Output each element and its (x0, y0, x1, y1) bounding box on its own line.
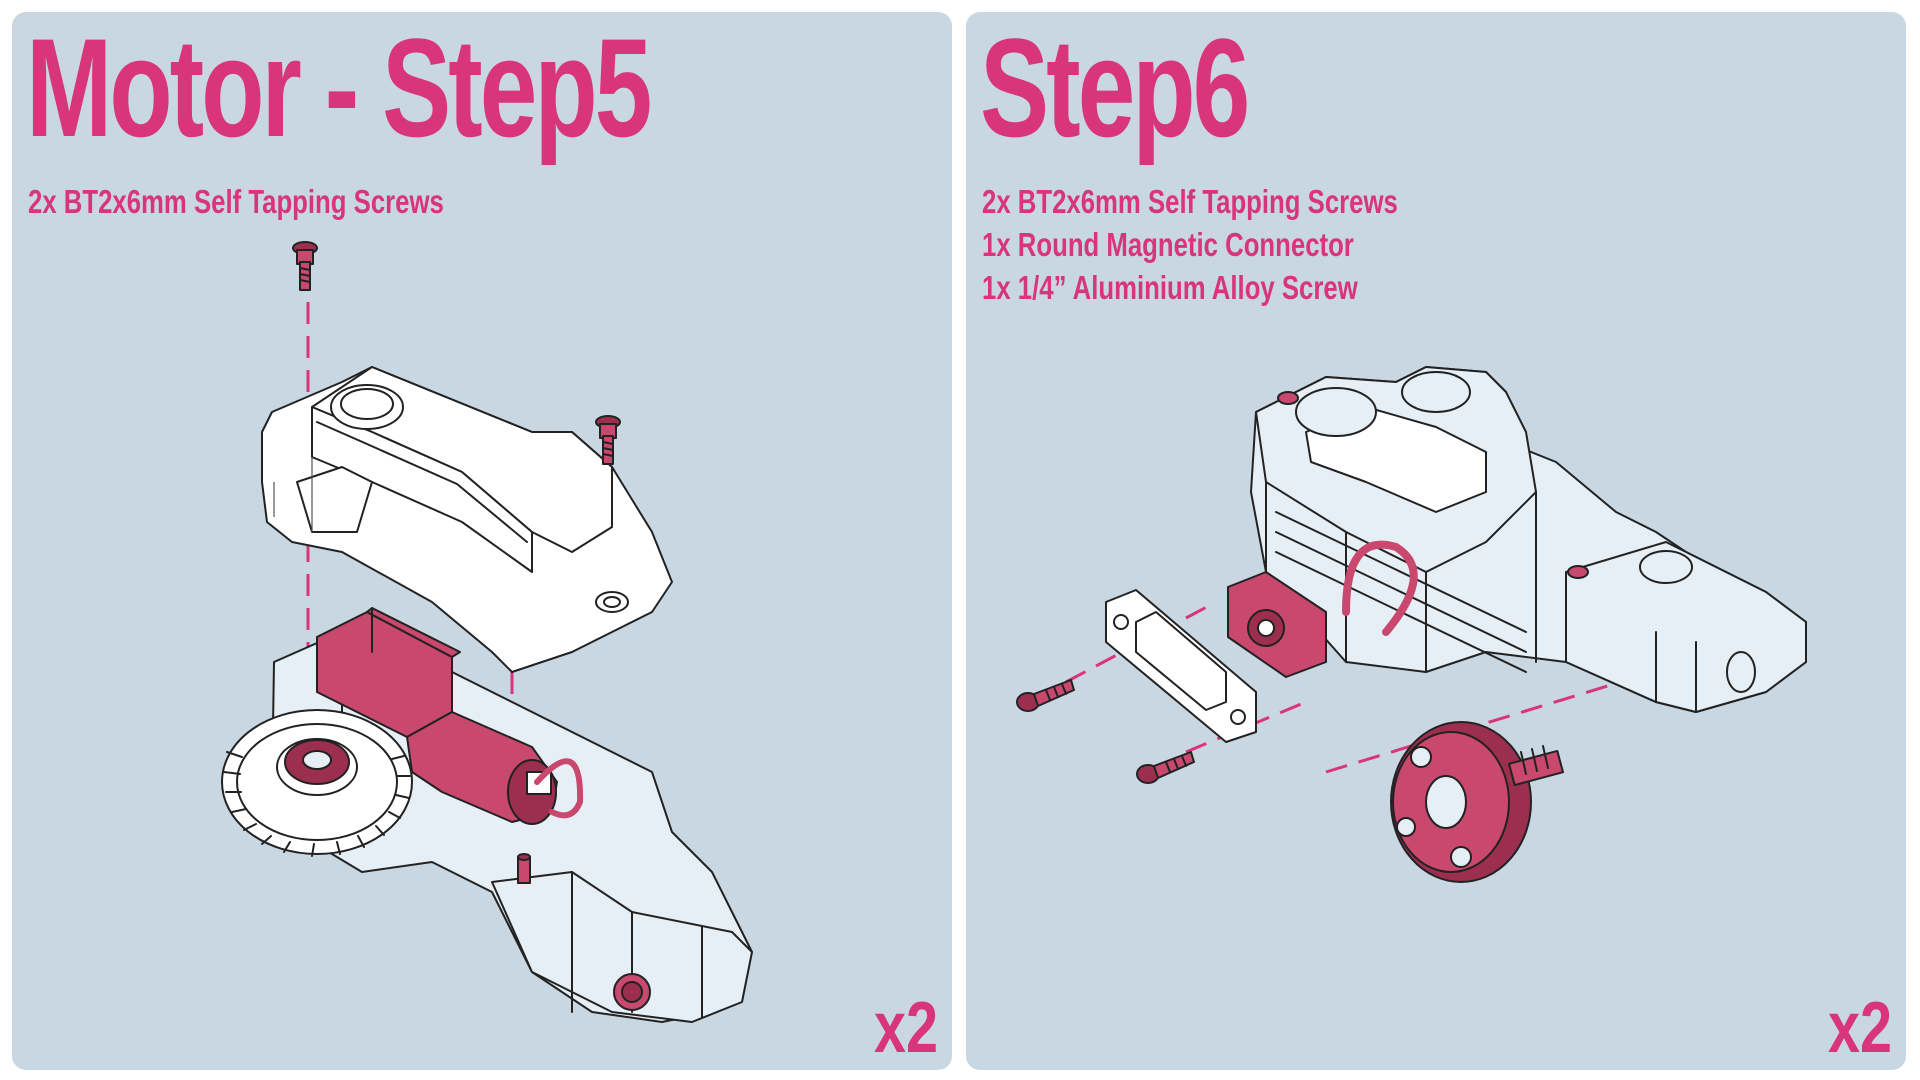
top-screw-icon (292, 241, 318, 291)
lower-screw-icon (1136, 751, 1195, 784)
step5-title: Motor - Step5 (26, 12, 652, 166)
step6-part-item: 2x BT2x6mm Self Tapping Screws (982, 183, 1398, 220)
step6-part-item: 1x 1/4” Aluminium Alloy Screw (982, 269, 1358, 306)
round-magnetic-connector-icon (1227, 571, 1327, 678)
motor-icon (316, 607, 584, 825)
housing-screw-icon (1277, 391, 1589, 579)
step5-quantity: x2 (873, 988, 938, 1068)
mount-housing-icon (1250, 366, 1807, 713)
step6-panel: Step6 2x BT2x6mm Self Tapping Screws 1x … (966, 12, 1906, 1070)
step6-quantity: x2 (1827, 988, 1892, 1068)
screw-alignment-line (1185, 700, 1307, 754)
step6-exploded-diagram (1016, 366, 1807, 883)
step6-title: Step6 (980, 12, 1250, 166)
cable-icon (1342, 540, 1418, 636)
connector-plate-icon (1105, 589, 1257, 743)
step5-part-item: 2x BT2x6mm Self Tapping Screws (28, 183, 444, 220)
step6-parts-list: 2x BT2x6mm Self Tapping Screws 1x Round … (982, 180, 1515, 309)
motor-cover-icon (261, 366, 673, 673)
gear-icon (221, 709, 413, 857)
left-screw-icon (1016, 679, 1075, 712)
step5-panel: Motor - Step5 2x BT2x6mm Self Tapping Sc… (12, 12, 952, 1070)
step6-part-item: 1x Round Magnetic Connector (982, 226, 1354, 263)
step5-exploded-diagram (221, 241, 753, 1023)
alignment-pin-icon (517, 853, 531, 884)
step5-parts-list: 2x BT2x6mm Self Tapping Screws (28, 180, 561, 223)
thumbscrew-icon (1390, 721, 1564, 883)
right-screw-icon (595, 415, 621, 465)
